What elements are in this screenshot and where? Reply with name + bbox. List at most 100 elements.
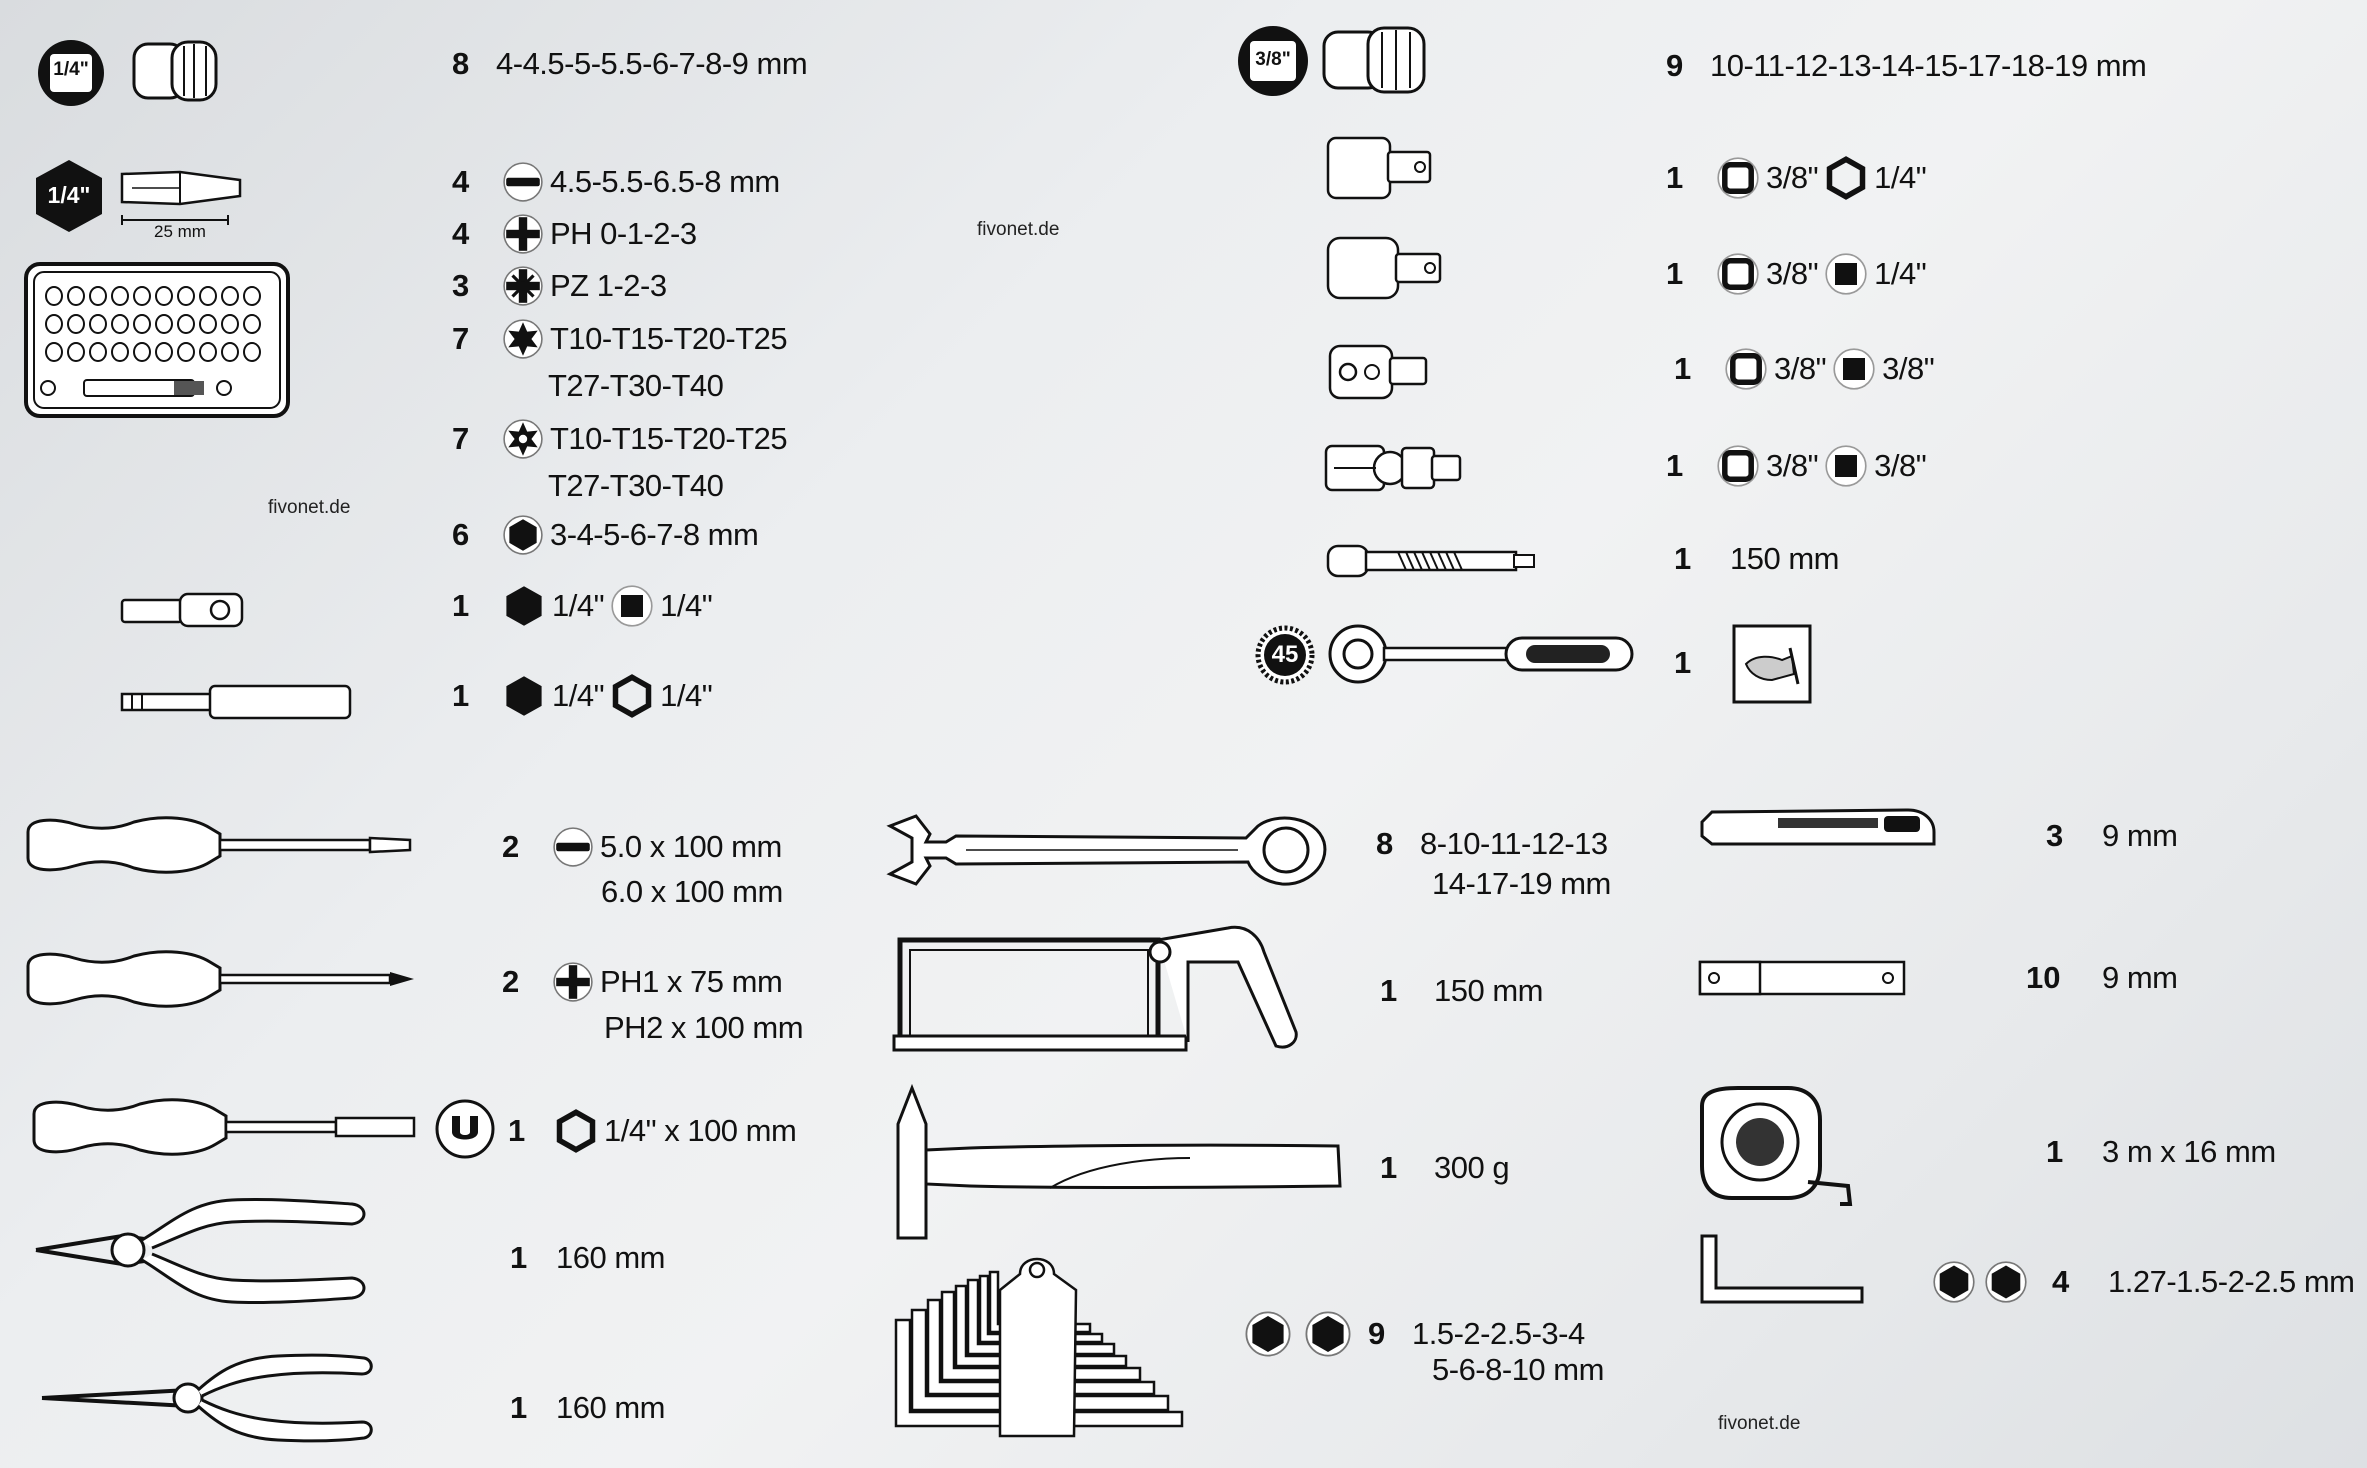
hacksaw-row: 1 150 mm (1380, 973, 1543, 1008)
bit-slot (111, 314, 129, 334)
pozidriv-bits-row: 3 PZ 1-2-3 (452, 265, 667, 307)
bit-screwdriver-row: 1 1/4" x 100 mm (508, 1109, 797, 1153)
slotted-screwdriver-icon (24, 812, 416, 883)
socket-icon (132, 36, 222, 111)
instruction-card-icon (1732, 624, 1812, 709)
bit-slot (243, 342, 261, 362)
bit-slot (221, 286, 239, 306)
bit-screwdriver-icon (30, 1094, 422, 1165)
bit-slot (45, 342, 63, 362)
extension-row: 1 150 mm (1674, 541, 1839, 576)
combination-pliers-icon (32, 1192, 368, 1317)
adapter-row-3: 1 3/8" 3/8" (1674, 347, 1935, 391)
hammer-icon (890, 1083, 1344, 1245)
hex-bits-row: 6 3-4-5-6-7-8 mm (452, 514, 759, 556)
bit-slot (45, 314, 63, 334)
slotted-screwdrivers-line2: 6.0 x 100 mm (601, 874, 783, 909)
torx-tamper-bits-line2: T27-T30-T40 (548, 468, 724, 503)
universal-joint-row: 1 3/8" 3/8" (1666, 444, 1927, 488)
hex-key-icon (1984, 1260, 2028, 1304)
bit-length-dimension: 25 mm (121, 215, 229, 241)
slotted-screwdrivers-row: 2 5.0 x 100 mm (502, 826, 782, 868)
bit-slot (155, 342, 173, 362)
reducer-adapter-icon (1326, 136, 1434, 205)
combination-wrenches-line2: 14-17-19 mm (1432, 866, 1611, 901)
phillips-screwdrivers-line2: PH2 x 100 mm (604, 1010, 804, 1045)
knife-blades-row: 10 9 mm (2026, 960, 2178, 995)
watermark: fivonet.de (1718, 1413, 1801, 1434)
hex-socket-icon (1824, 156, 1868, 200)
square-socket-icon (1724, 347, 1768, 391)
slotted-icon (502, 161, 544, 203)
hammer-row: 1 300 g (1380, 1150, 1510, 1185)
bit-slot (199, 314, 217, 334)
bit-slot (133, 314, 151, 334)
sockets-three-eighths-row: 9 10-11-12-13-14-15-17-18-19 mm (1666, 48, 2147, 83)
bit-slot (133, 286, 151, 306)
bit-case-icon (24, 262, 290, 423)
hex-keys-row: 9 1.5-2-2.5-3-4 (1238, 1310, 1585, 1358)
pozidriv-icon (502, 265, 544, 307)
bit-slot (221, 342, 239, 362)
bit-slot (243, 314, 261, 334)
watermark: fivonet.de (977, 219, 1060, 240)
phillips-bits-row: 4 PH 0-1-2-3 (452, 213, 697, 255)
adapter-row-2: 1 3/8" 1/4" (1666, 252, 1927, 296)
drive-adapter-icon (1326, 236, 1444, 305)
utility-knife-icon (1698, 802, 1938, 861)
bit-slot (111, 286, 129, 306)
quarter-inch-drive-badge: 1/4" (36, 38, 106, 113)
bit-slot (67, 342, 85, 362)
square-drive-icon (610, 584, 654, 628)
bit-slot (155, 286, 173, 306)
combination-wrench-icon (886, 812, 1330, 893)
watermark: fivonet.de (268, 497, 351, 518)
small-hex-keys-row: 4 1.27-1.5-2-2.5 mm (1926, 1260, 2355, 1304)
phillips-icon (552, 961, 594, 1003)
bit-slot (45, 286, 63, 306)
square-drive-icon (1824, 252, 1868, 296)
sliding-adapter-icon (1328, 344, 1430, 405)
slotted-icon (552, 826, 594, 868)
universal-joint-icon (1324, 440, 1464, 501)
hex-icon (502, 514, 544, 556)
bit-slot (89, 286, 107, 306)
combination-pliers-row: 1 160 mm (510, 1240, 665, 1275)
ratchet-icon (1322, 624, 1636, 689)
phillips-icon (502, 213, 544, 255)
long-nose-pliers-row: 1 160 mm (510, 1390, 665, 1425)
hex-key-set-icon (892, 1250, 1192, 1445)
slotted-bits-row: 4 4.5-5.5-6.5-8 mm (452, 161, 780, 203)
torx-bits-line2: T27-T30-T40 (548, 368, 724, 403)
tape-measure-row: 1 3 m x 16 mm (2046, 1134, 2276, 1169)
hex-key-icon (1244, 1310, 1292, 1358)
bit-slot (177, 314, 195, 334)
hacksaw-icon (888, 922, 1300, 1069)
small-hex-key-icon (1698, 1232, 1866, 1311)
hex-key-icon (1304, 1310, 1352, 1358)
bit-holder-icon (120, 682, 352, 727)
bit-adapter-row: 1 1/4" 1/4" (452, 584, 713, 628)
bit-slot (89, 342, 107, 362)
torx-tamper-bits-row: 7 T10-T15-T20-T25 (452, 418, 788, 460)
torx-tamper-icon (502, 418, 544, 460)
bit-slot (199, 286, 217, 306)
square-drive-icon (1824, 444, 1868, 488)
hex-key-icon (1932, 1260, 1976, 1304)
square-socket-icon (1716, 252, 1760, 296)
utility-knives-row: 3 9 mm (2046, 818, 2178, 853)
square-drive-icon (1832, 347, 1876, 391)
bit-slot (199, 342, 217, 362)
phillips-screwdrivers-row: 2 PH1 x 75 mm (502, 961, 783, 1003)
bit-slot (177, 286, 195, 306)
extension-bar-icon (1326, 544, 1538, 583)
hex-keys-line2: 5-6-8-10 mm (1432, 1352, 1604, 1387)
bit-slot (111, 342, 129, 362)
sockets-quarter-row: 8 4-4.5-5-5.5-6-7-8-9 mm (452, 46, 808, 81)
bit-slot (243, 286, 261, 306)
torx-bits-row: 7 T10-T15-T20-T25 (452, 318, 788, 360)
bit-slot (89, 314, 107, 334)
hex-bit-badge: 1/4" (34, 158, 104, 239)
socket-icon (1322, 24, 1430, 101)
